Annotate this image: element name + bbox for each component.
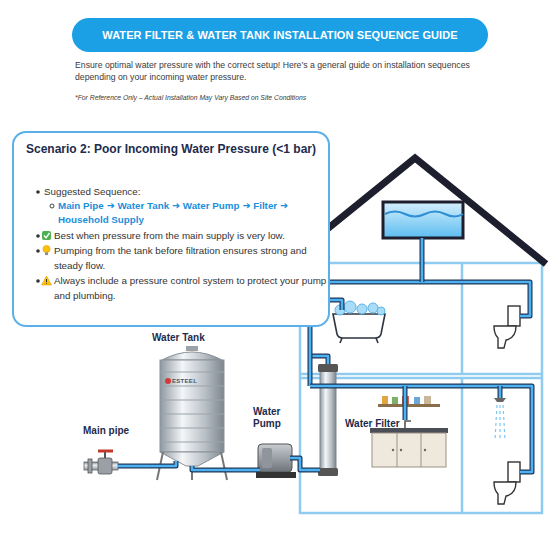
pipe-outline	[306, 468, 316, 473]
pump-base	[256, 472, 296, 478]
jar	[424, 396, 431, 404]
pipe-flange	[88, 459, 92, 473]
tank-rib	[160, 372, 224, 442]
scenario-box: Scenario 2: Poor Incoming Water Pressure…	[12, 131, 330, 327]
filter-housing	[320, 368, 336, 470]
water-pipe	[150, 461, 176, 466]
pump-body	[258, 444, 292, 472]
water-pipe	[250, 468, 260, 473]
water-pipe	[316, 469, 320, 472]
component-label: Main pipe	[83, 425, 143, 437]
water-pipe	[316, 468, 320, 473]
sequence-text: Main Pipe ➜ Water Tank ➜ Water Pump ➜ Fi…	[58, 199, 322, 227]
tank-body	[160, 360, 224, 452]
jar	[392, 397, 398, 404]
roof-tank	[383, 202, 463, 238]
water-pipe	[499, 386, 502, 398]
bubble	[377, 307, 385, 315]
tank-lid	[186, 346, 198, 351]
kitchen-shelf	[378, 404, 440, 407]
cabinet-line	[421, 433, 422, 467]
jar	[414, 397, 420, 404]
water-pipe	[310, 282, 530, 386]
water-pipe	[290, 458, 306, 470]
pipe-outline	[142, 464, 150, 469]
pipe-connector	[142, 466, 150, 467]
bullet-text: Pumping from the tank before filtration …	[54, 244, 328, 273]
cabinet-knob	[400, 449, 402, 451]
sink-faucet	[405, 421, 411, 428]
cabinet-knob	[424, 449, 426, 451]
water-pipe	[118, 465, 142, 468]
reference-note: *For Reference Only – Actual Installatio…	[75, 93, 475, 102]
water-tank-box: Water TankESTEEL	[150, 332, 232, 482]
jar	[382, 396, 388, 404]
filter-cap	[318, 468, 338, 476]
main-pipe-box: Main pipe	[80, 424, 142, 476]
filter-cap	[318, 364, 338, 372]
water-pipe	[421, 238, 424, 282]
bullet-text: Suggested Sequence:	[44, 185, 314, 200]
component-label: Water Pump	[253, 406, 289, 430]
intro-text: Ensure optimal water pressure with the c…	[75, 59, 487, 83]
toilet-tank	[508, 306, 520, 326]
pipe-water	[232, 469, 250, 472]
tank-dome	[162, 352, 222, 360]
bathtub	[333, 314, 385, 338]
water-pipe	[310, 386, 532, 472]
pump-cap	[262, 448, 272, 468]
bubble	[357, 304, 367, 314]
shower-water	[495, 405, 505, 440]
cabinet-line	[397, 433, 398, 467]
brand-logo: ESTEEL	[172, 378, 216, 385]
bubble	[368, 303, 378, 313]
water-pipe	[310, 356, 328, 364]
room-wall	[461, 378, 464, 513]
valve-body	[98, 458, 112, 474]
water-pipe	[498, 386, 503, 398]
kitchen-cabinet	[372, 433, 446, 467]
tank-logo	[165, 378, 171, 384]
component-label: Water Filter	[345, 418, 403, 430]
water-pipe	[192, 466, 232, 470]
pipe-outline	[232, 468, 250, 473]
pipe-connector	[306, 470, 316, 471]
water-pipe	[403, 386, 408, 420]
water-pipe	[310, 356, 328, 364]
water-pipe	[192, 466, 232, 470]
title-banner: WATER FILTER & WATER TANK INSTALLATION S…	[72, 18, 488, 52]
water-pipe	[290, 458, 306, 470]
toilet-bowl	[494, 326, 516, 348]
pipe-water	[142, 465, 150, 468]
water-pipe	[150, 461, 176, 466]
water-pipe	[310, 282, 530, 386]
bubble	[344, 301, 356, 313]
water-pipe	[118, 464, 142, 469]
bullet-text: Always include a pressure control system…	[54, 274, 328, 303]
water-pipe	[420, 238, 425, 282]
water-wave	[385, 212, 463, 217]
bathtub-foot	[340, 338, 342, 343]
water-pipe	[250, 469, 260, 472]
pipe-water	[306, 469, 316, 472]
scenario-heading: Scenario 2: Poor Incoming Water Pressure…	[20, 141, 322, 157]
title-text: WATER FILTER & WATER TANK INSTALLATION S…	[102, 29, 457, 41]
bathtub-foot	[376, 338, 378, 343]
pipe-connector	[232, 470, 250, 471]
water-filter-box: Water Filter	[316, 362, 402, 478]
water-pipe	[310, 386, 532, 472]
water-pipe	[404, 386, 407, 420]
toilet-bowl	[494, 482, 516, 504]
toilet-tank	[508, 462, 520, 482]
bullet-text: Best when pressure from the main supply …	[54, 229, 328, 244]
component-label: Water Tank	[152, 332, 232, 344]
valve-handle	[98, 450, 113, 453]
shower-head	[494, 398, 506, 402]
house-wall	[300, 263, 542, 513]
water-pump-box: Water Pump	[250, 405, 306, 483]
cabinet-knob	[392, 449, 394, 451]
